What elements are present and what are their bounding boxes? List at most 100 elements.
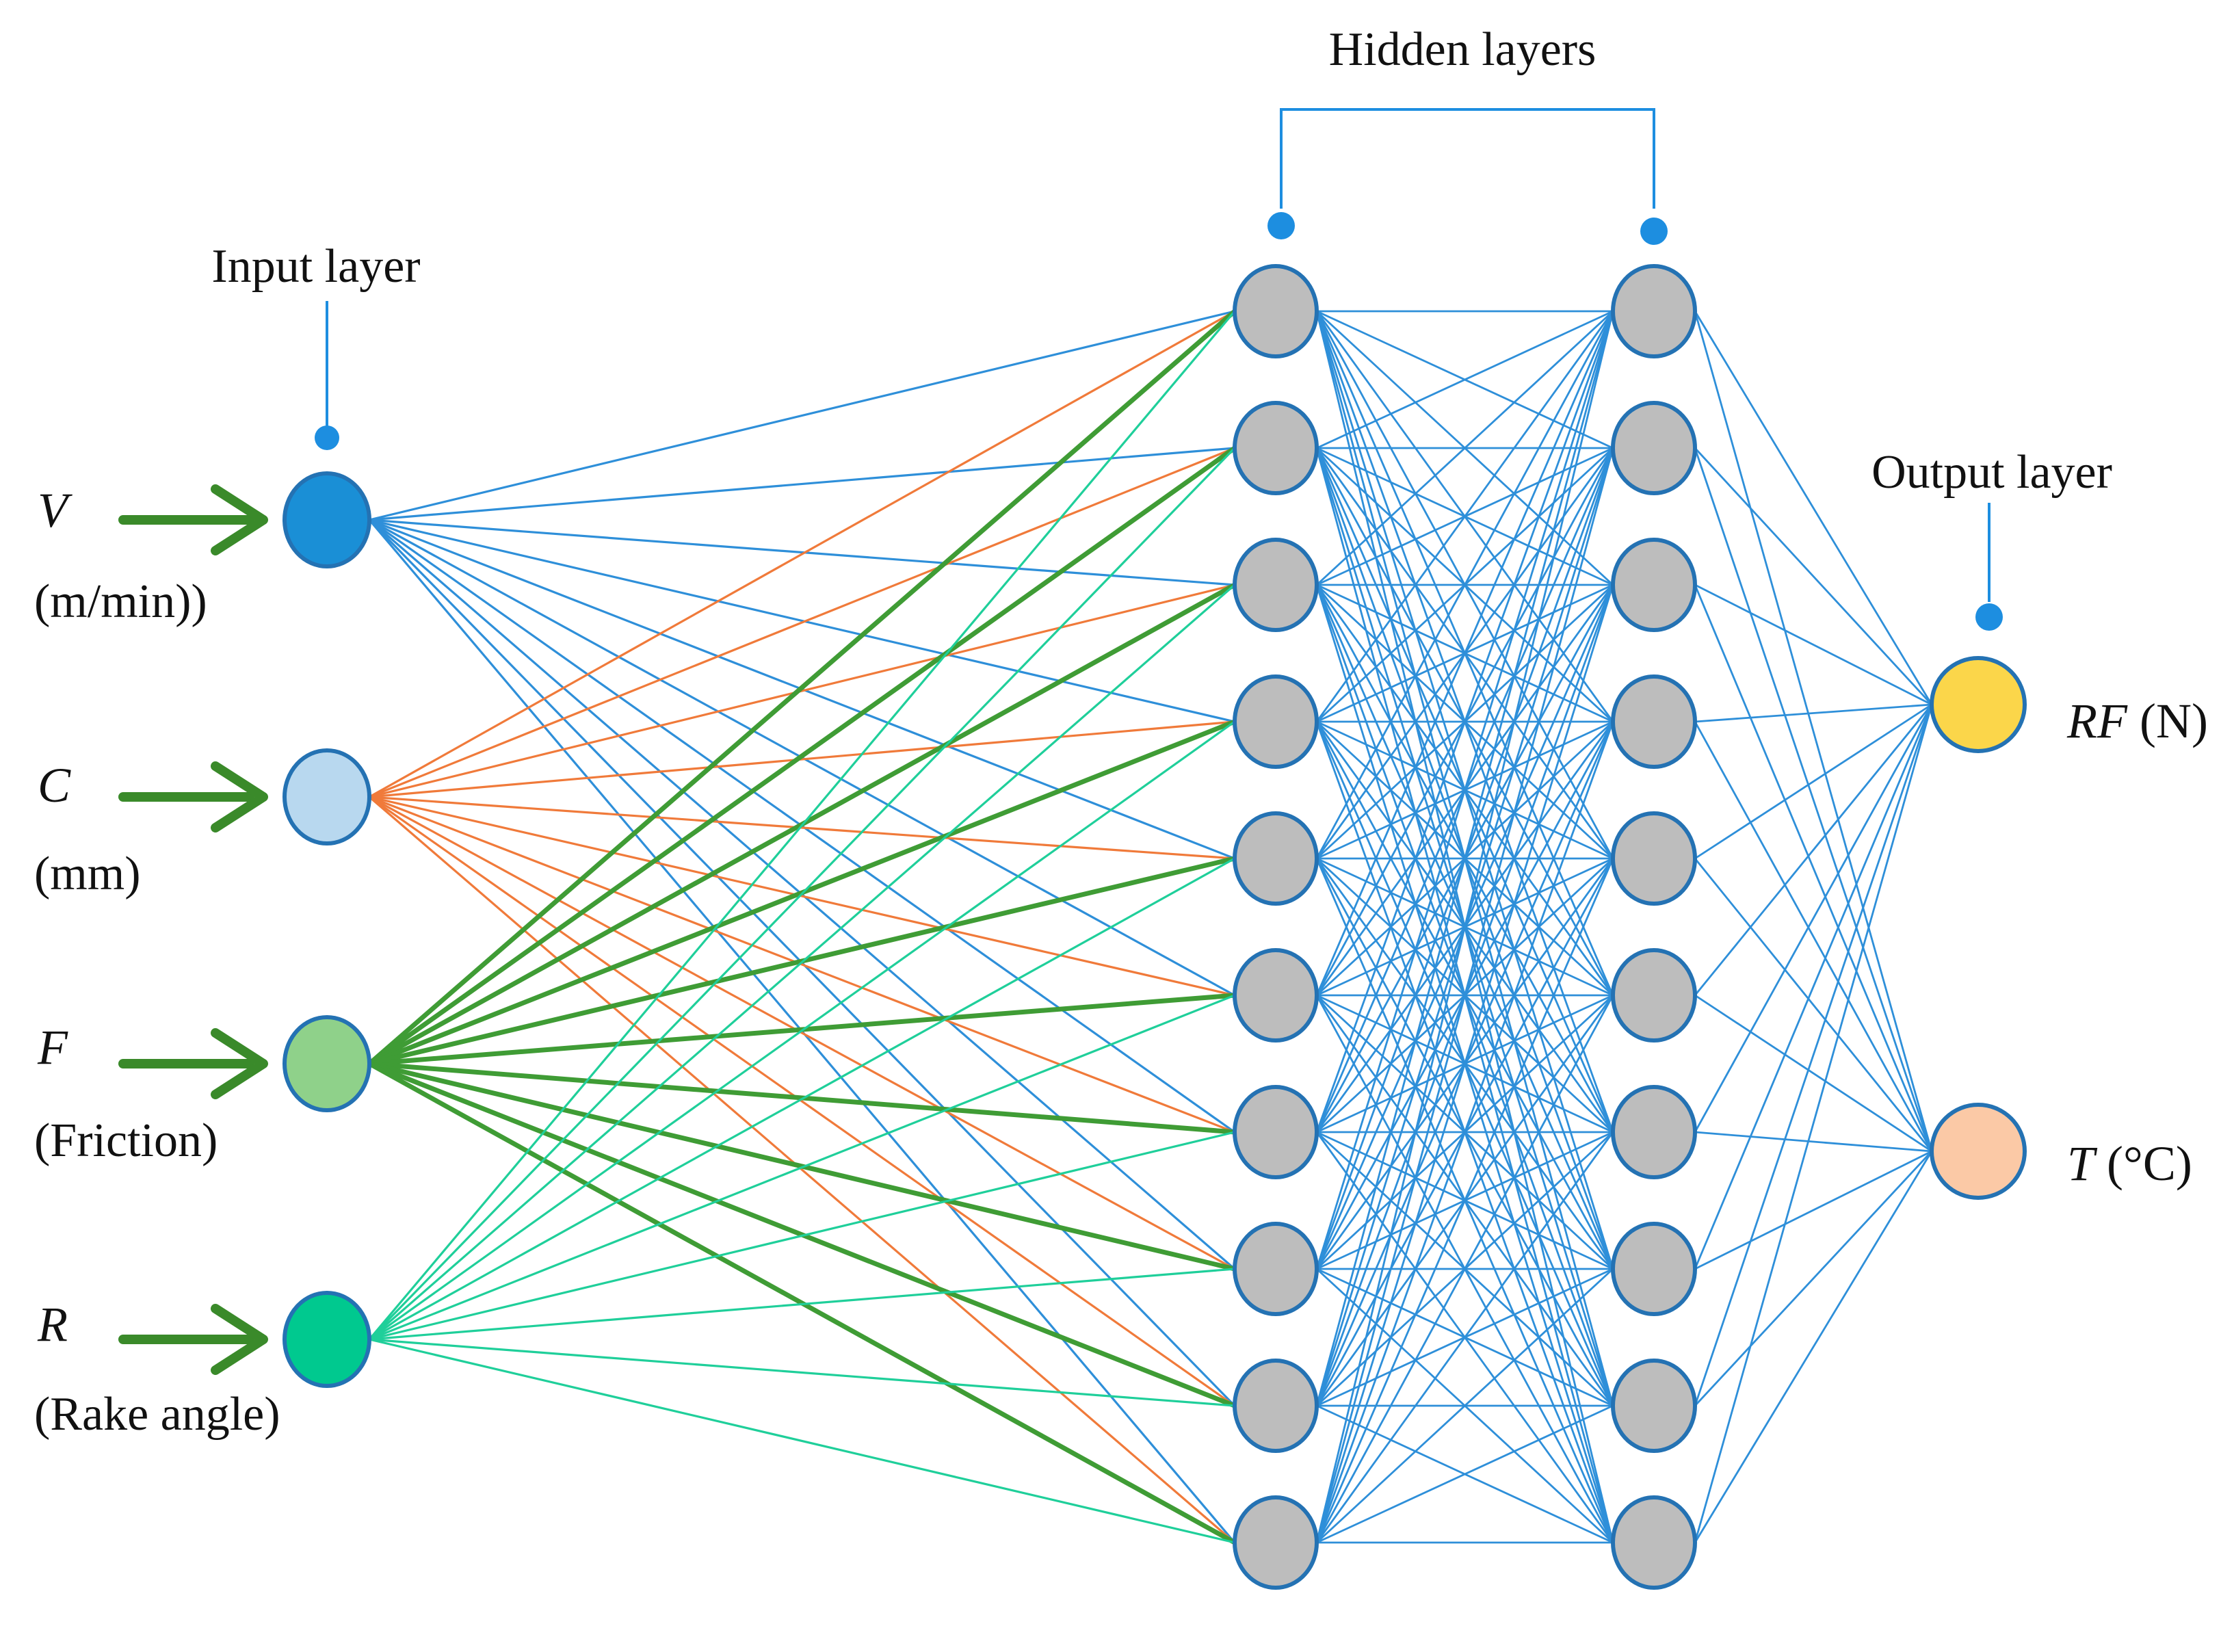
edge-input2-hidden1-2 (369, 447, 1235, 798)
hidden-layers-bracket (1280, 108, 1655, 209)
connection-edges (367, 309, 1933, 1545)
hidden1-node-7 (1233, 1085, 1319, 1179)
edge-hidden2-6-output2 (1694, 994, 1932, 1153)
edge-hidden2-6-output1 (1694, 704, 1933, 996)
hidden2-node-8 (1611, 1222, 1697, 1316)
layer-brackets (315, 108, 2003, 631)
edge-hidden1-10-hidden2-2 (1315, 447, 1614, 1543)
edge-hidden2-5-output2 (1694, 858, 1933, 1152)
edge-hidden2-5-output1 (1694, 703, 1932, 860)
input-node-r (282, 1291, 371, 1388)
edge-hidden1-10-hidden2-8 (1316, 1268, 1614, 1544)
edge-hidden1-9-hidden2-1 (1315, 311, 1614, 1406)
edge-hidden2-7-output1 (1694, 704, 1933, 1133)
output-layer-marker-dot (1975, 603, 2003, 631)
output-node-rf (1930, 656, 2027, 753)
hidden2-node-7 (1611, 1085, 1697, 1179)
hidden2-node-10 (1611, 1495, 1697, 1590)
edge-input2-hidden1-5 (369, 796, 1235, 860)
edge-input2-hidden1-8 (369, 796, 1235, 1270)
edge-hidden1-3-hidden2-1 (1316, 310, 1614, 586)
hidden2-node-9 (1611, 1359, 1697, 1453)
input-node-c (282, 748, 371, 845)
hidden2-node-5 (1611, 811, 1697, 906)
edge-input4-hidden1-5 (369, 857, 1235, 1341)
edge-hidden2-4-output1 (1694, 703, 1932, 723)
hidden2-node-4 (1611, 674, 1697, 769)
input-v-symbol: V (38, 483, 73, 538)
edge-input2-hidden1-3 (369, 584, 1235, 798)
edge-hidden1-7-hidden2-1 (1315, 311, 1614, 1133)
edge-hidden2-9-output1 (1694, 704, 1933, 1406)
edge-input1-hidden1-4 (369, 519, 1235, 723)
input-v-unit: (m/min)) (34, 575, 207, 628)
edge-input4-hidden1-8 (369, 1268, 1235, 1341)
output-rf-label: RF (N) (2066, 694, 2208, 748)
edge-hidden1-2-hidden2-1 (1316, 310, 1614, 449)
edge-hidden2-4-output2 (1694, 721, 1933, 1152)
input-f-unit: (Friction) (34, 1114, 218, 1167)
hidden1-node-1 (1233, 264, 1319, 358)
edge-hidden1-6-hidden2-1 (1315, 311, 1614, 996)
edge-input3-hidden1-2 (367, 446, 1237, 1066)
edge-input1-hidden1-3 (369, 519, 1235, 586)
edge-hidden2-10-output2 (1694, 1151, 1933, 1543)
edge-hidden1-10-hidden2-4 (1315, 721, 1614, 1543)
edge-hidden1-10-hidden2-6 (1315, 995, 1614, 1543)
hidden1-node-4 (1233, 674, 1319, 769)
edge-input2-hidden1-4 (369, 720, 1235, 798)
arrow-head (211, 1304, 268, 1375)
edge-hidden1-5-hidden2-1 (1315, 311, 1614, 859)
hidden1-node-2 (1233, 401, 1319, 495)
hidden1-node-6 (1233, 948, 1319, 1043)
edge-input4-hidden1-6 (369, 994, 1235, 1341)
edge-hidden2-8-output1 (1694, 704, 1933, 1270)
hidden1-node-8 (1233, 1222, 1319, 1316)
arrow-head (211, 1028, 268, 1099)
edge-input4-hidden1-9 (369, 1338, 1235, 1407)
input-r-symbol: R (37, 1297, 68, 1352)
edge-hidden1-10-hidden2-9 (1316, 1404, 1614, 1544)
network-nodes (282, 264, 2027, 1590)
hidden1-node-5 (1233, 811, 1319, 906)
edge-hidden2-3-output2 (1694, 584, 1933, 1152)
edge-input2-hidden1-1 (369, 310, 1235, 798)
edge-input1-hidden1-2 (369, 447, 1235, 521)
hidden2-node-1 (1611, 264, 1697, 358)
output-t-unit: (°C) (2107, 1136, 2192, 1191)
edge-input4-hidden1-7 (369, 1131, 1235, 1341)
hidden2-node-6 (1611, 948, 1697, 1043)
edge-input4-hidden1-10 (369, 1338, 1235, 1544)
hidden2-node-2 (1611, 401, 1697, 495)
input-f-symbol: F (37, 1020, 68, 1075)
right-arrow-icon (118, 1304, 268, 1375)
arrow-head (211, 761, 268, 832)
hidden-layers-title: Hidden layers (1329, 23, 1596, 76)
hidden1-marker-dot (1267, 212, 1295, 239)
input-layer-marker-dot (315, 425, 339, 450)
edge-hidden1-10-hidden2-5 (1315, 858, 1614, 1543)
edge-input2-hidden1-6 (369, 796, 1235, 997)
edge-hidden2-2-output2 (1694, 447, 1933, 1152)
edge-input4-hidden1-3 (368, 584, 1236, 1341)
edge-input3-hidden1-1 (367, 309, 1237, 1066)
right-arrow-icon (118, 484, 268, 555)
edge-hidden2-10-output1 (1694, 704, 1933, 1543)
hidden2-node-3 (1611, 538, 1697, 632)
output-rf-symbol: RF (2066, 694, 2128, 748)
edge-hidden2-3-output1 (1694, 584, 1932, 706)
edge-hidden1-10-hidden2-1 (1315, 311, 1614, 1543)
output-rf-unit: (N) (2140, 694, 2208, 748)
edge-input1-hidden1-1 (369, 310, 1235, 521)
edge-input4-hidden1-4 (369, 720, 1235, 1341)
edge-hidden2-1-output2 (1694, 311, 1933, 1152)
edge-hidden1-4-hidden2-1 (1315, 311, 1614, 722)
edge-hidden1-10-hidden2-3 (1315, 584, 1614, 1543)
hidden1-node-3 (1233, 538, 1319, 632)
output-layer-title: Output layer (1871, 446, 2112, 499)
edge-input2-hidden1-7 (369, 796, 1235, 1133)
input-arrows (118, 484, 268, 1375)
edge-hidden2-1-output1 (1694, 311, 1933, 705)
output-t-label: T (°C) (2067, 1136, 2192, 1191)
